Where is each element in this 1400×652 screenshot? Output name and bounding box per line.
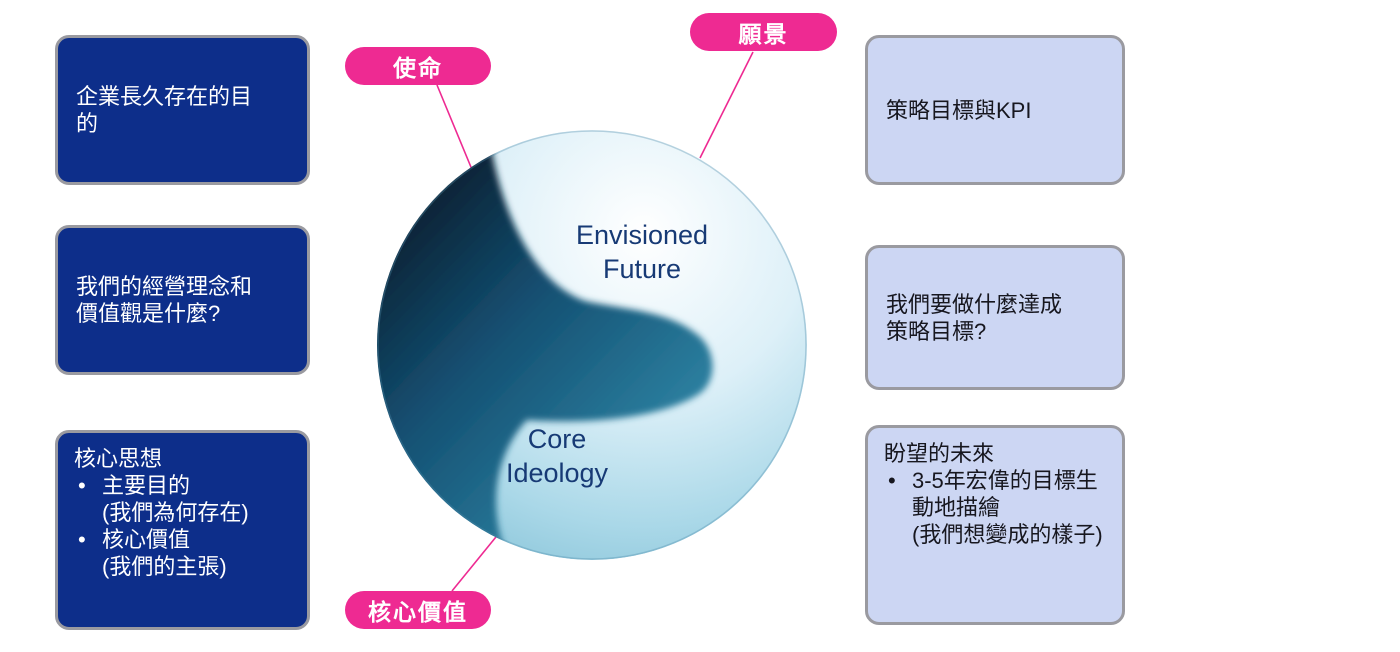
bullet-item: • 主要目的 (我們為何存在) <box>74 472 291 526</box>
bullet-icon: • <box>78 473 86 498</box>
bullet-icon: • <box>78 527 86 552</box>
bullet-subtext: (我們為何存在) <box>102 500 249 525</box>
bullet-text: 主要目的 <box>102 473 191 498</box>
bullet-item: • 核心價值 (我們的主張) <box>74 526 291 580</box>
core-ideology-label: Core Ideology <box>505 424 609 488</box>
sphere-dark-swirl <box>377 147 713 550</box>
mission-pill: 使命 <box>345 47 491 85</box>
right-box-envisioned-future: 盼望的未來 • 3-5年宏偉的目標生動地描繪 (我們想變成的樣子) <box>865 425 1125 625</box>
right-box-strategy: 我們要做什麼達成 策略目標? <box>865 245 1125 390</box>
envisioned-future-label: Envisioned Future <box>575 220 709 284</box>
left-box-philosophy: 我們的經營理念和 價值觀是什麼? <box>55 225 310 375</box>
bullet-subtext: (我們想變成的樣子) <box>912 522 1103 547</box>
right-box-strategy-text: 我們要做什麼達成 策略目標? <box>886 291 1063 344</box>
bullet-text: 3-5年宏偉的目標生動地描繪 <box>912 468 1098 520</box>
left-box-core-ideology: 核心思想 • 主要目的 (我們為何存在) • 核心價值 (我們的主張) <box>55 430 310 630</box>
left-box-purpose: 企業長久存在的目 的 <box>55 35 310 185</box>
left-box-philosophy-text: 我們的經營理念和 價值觀是什麼? <box>76 274 253 326</box>
sphere-graphic <box>377 130 807 560</box>
bullet-icon: • <box>888 468 896 493</box>
left-box-core-ideology-title: 核心思想 <box>74 446 163 471</box>
right-box-kpi: 策略目標與KPI <box>865 35 1125 185</box>
bullet-item: • 3-5年宏偉的目標生動地描繪 (我們想變成的樣子) <box>884 467 1106 548</box>
core-values-pill: 核心價值 <box>345 591 491 629</box>
bullet-text: 核心價值 <box>102 527 191 552</box>
left-box-purpose-text: 企業長久存在的目 的 <box>76 84 253 136</box>
bullet-subtext: (我們的主張) <box>102 554 227 579</box>
right-box-kpi-text: 策略目標與KPI <box>886 97 1032 123</box>
yin-yang-sphere: Envisioned Future Core Ideology <box>377 130 807 560</box>
sphere-rim <box>377 130 807 560</box>
vision-pill: 願景 <box>690 13 837 51</box>
right-box-envisioned-future-title: 盼望的未來 <box>884 441 995 466</box>
